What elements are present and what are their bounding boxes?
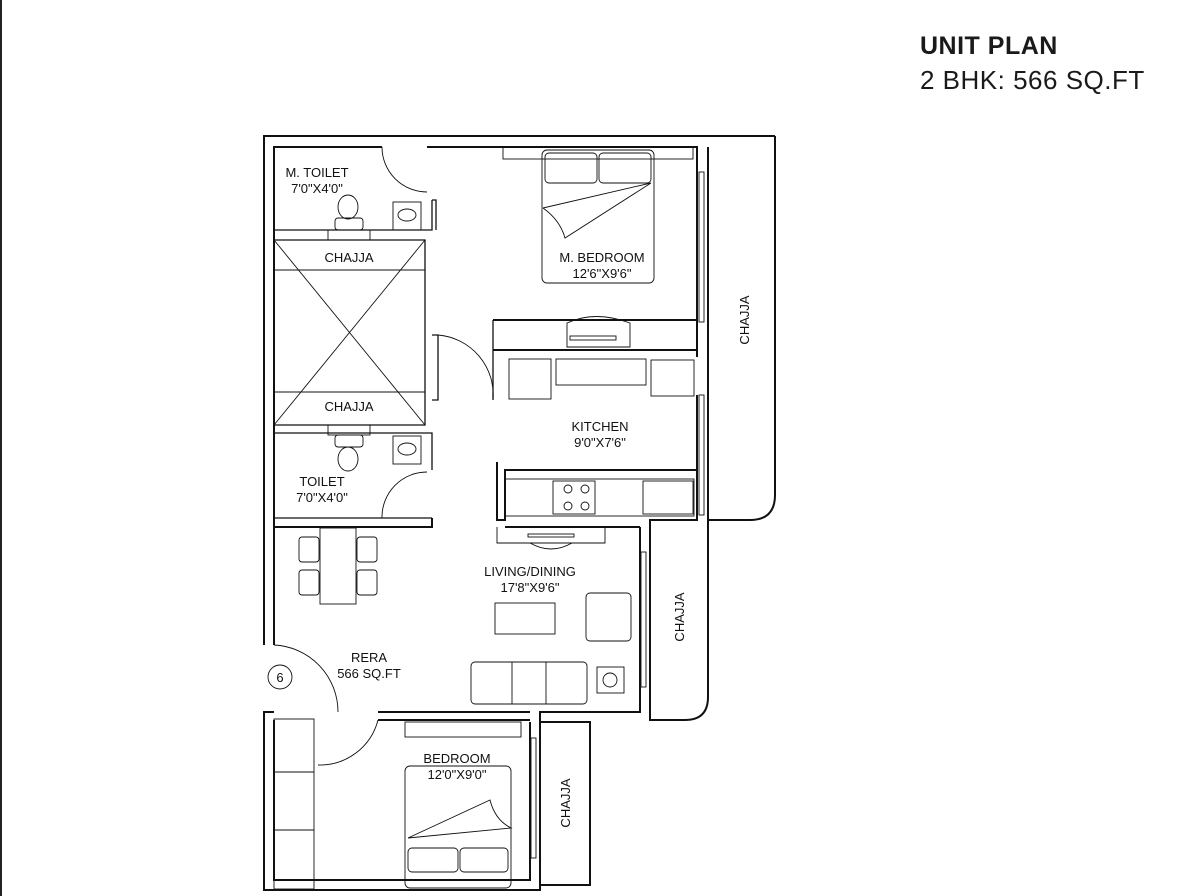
chajja-bottom: CHAJJA <box>558 778 573 827</box>
chajja-shaft-bottom: CHAJJA <box>324 399 373 414</box>
m-bedroom-size: 12'6"X9'6" <box>572 266 631 281</box>
kitchen-label: KITCHEN <box>571 419 628 434</box>
bedroom-label: BEDROOM <box>423 751 490 766</box>
m-bedroom-label: M. BEDROOM <box>559 250 644 265</box>
chajja-right-mid: CHAJJA <box>672 592 687 641</box>
m-toilet-label: M. TOILET <box>285 165 348 180</box>
rera-area: 566 SQ.FT <box>337 666 401 681</box>
plan-subtitle: 2 BHK: 566 SQ.FT <box>920 65 1145 95</box>
plan-title: UNIT PLAN <box>920 32 1058 60</box>
chajja-shaft-top: CHAJJA <box>324 250 373 265</box>
toilet-size: 7'0"X4'0" <box>296 490 348 505</box>
doors <box>273 146 494 766</box>
rera-label: RERA <box>351 650 387 665</box>
plan-header: UNIT PLAN 2 BHK: 566 SQ.FT <box>920 32 1145 96</box>
unit-number-circle <box>267 664 293 690</box>
page-border <box>0 0 2 896</box>
living-label: LIVING/DINING <box>484 564 576 579</box>
toilet-label: TOILET <box>299 474 344 489</box>
fixtures <box>273 146 695 890</box>
bedroom-size: 12'0"X9'0" <box>427 767 486 782</box>
shaft <box>273 239 426 426</box>
chajja-right-top: CHAJJA <box>737 295 752 344</box>
kitchen-size: 9'0"X7'6" <box>574 435 626 450</box>
living-size: 17'8"X9'6" <box>500 580 559 595</box>
m-toilet-size: 7'0"X4'0" <box>291 181 343 196</box>
room-labels: M. TOILET 7'0"X4'0" CHAJJA CHAJJA M. BED… <box>267 165 752 828</box>
unit-number: 6 <box>276 670 283 685</box>
